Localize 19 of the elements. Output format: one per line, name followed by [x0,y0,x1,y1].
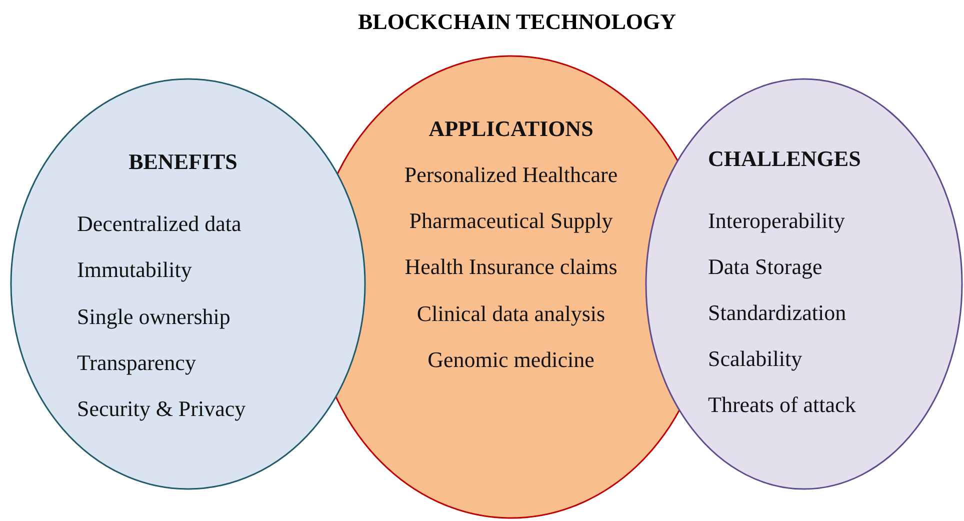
list-item: Decentralized data [77,211,242,237]
list-item: Pharmaceutical Supply [409,208,613,234]
section-heading: BENEFITS [128,149,238,175]
list-item: Security & Privacy [77,396,246,422]
list-item: Immutability [77,257,192,284]
list-item: Interoperability [708,208,845,234]
list-item: Clinical data analysis [416,300,606,327]
list-item: Threats of attack [708,392,856,418]
list-item: Scalability [708,346,802,372]
list-item: Data Storage [708,254,822,280]
list-item: Health Insurance claims [404,254,618,280]
section-heading: APPLICATIONS [428,116,594,142]
list-item: Single ownership [77,304,230,330]
list-item: Standardization [708,300,846,326]
diagram-title: BLOCKCHAIN TECHNOLOGY [358,9,676,35]
list-item: Transparency [77,350,196,376]
section-heading: CHALLENGES [708,146,861,172]
list-item: Personalized Healthcare [404,162,618,188]
list-item: Genomic medicine [428,346,594,373]
